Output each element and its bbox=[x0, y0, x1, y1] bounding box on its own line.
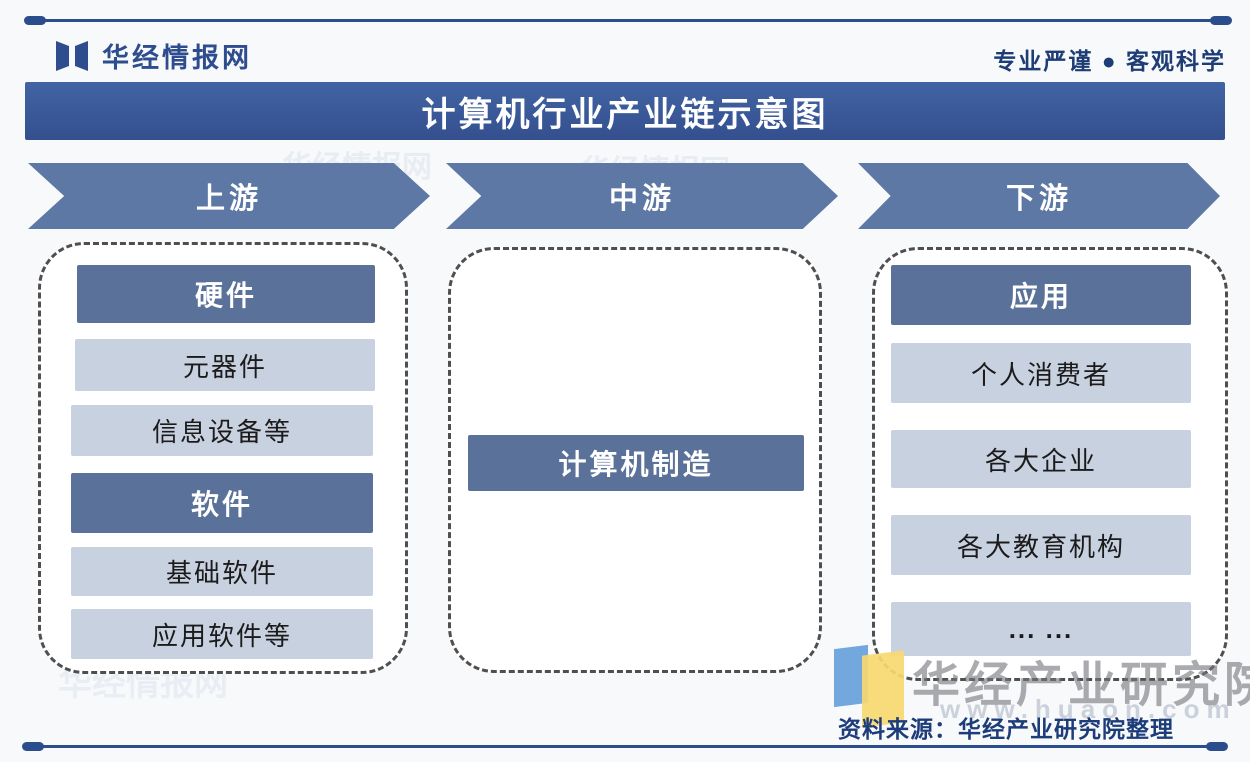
node-label: 硬件 bbox=[194, 280, 257, 311]
downstream-container: 应用 个人消费者 各大企业 各大教育机构 ... ... bbox=[872, 247, 1228, 681]
stage-arrow-upstream: 上游 bbox=[28, 163, 430, 229]
node-label: 基础软件 bbox=[165, 558, 278, 588]
node-label: 各大企业 bbox=[984, 445, 1097, 476]
watermark-brand-text: 华经产业研究院 bbox=[912, 659, 1250, 712]
stage-arrow-downstream: 下游 bbox=[858, 163, 1220, 229]
upstream-container: 硬件 元器件 信息设备等 软件 基础软件 应用软件等 bbox=[38, 242, 408, 674]
node-computer-manufacturing: 计算机制造 bbox=[468, 435, 804, 491]
midstream-container: 计算机制造 bbox=[448, 247, 822, 673]
top-left-line-cap bbox=[24, 16, 46, 25]
stage-arrow-label: 下游 bbox=[1005, 183, 1072, 215]
node-label: 信息设备等 bbox=[151, 417, 292, 447]
node-application-software: 应用软件等 bbox=[71, 609, 373, 659]
data-source-note: 资料来源：华经产业研究院整理 bbox=[838, 716, 1174, 742]
node-label: 计算机制造 bbox=[558, 449, 714, 480]
diagram-title: 计算机行业产业链示意图 bbox=[421, 95, 829, 134]
node-label: 软件 bbox=[190, 489, 253, 520]
node-label: 元器件 bbox=[182, 351, 267, 382]
node-hardware: 硬件 bbox=[77, 265, 375, 323]
top-rule-line bbox=[30, 19, 1220, 22]
stage-arrow-midstream: 中游 bbox=[446, 163, 838, 229]
bottom-right-line-cap bbox=[1206, 742, 1228, 751]
node-label: 应用 bbox=[1009, 281, 1072, 312]
site-brand: 华经情报网 bbox=[54, 36, 252, 75]
watermark-url-text: www.huaon.com bbox=[940, 694, 1237, 724]
node-personal-consumers: 个人消费者 bbox=[891, 343, 1191, 403]
node-ellipsis: ... ... bbox=[891, 602, 1191, 656]
node-label: 应用软件等 bbox=[151, 620, 292, 651]
node-label: 各大教育机构 bbox=[956, 531, 1125, 562]
node-components: 元器件 bbox=[75, 339, 375, 391]
site-brand-name: 华经情报网 bbox=[102, 43, 252, 73]
node-label: ... ... bbox=[1008, 613, 1074, 644]
bottom-left-line-cap bbox=[22, 742, 44, 751]
stage-arrow-label: 中游 bbox=[608, 183, 675, 215]
site-tagline: 专业严谨 ● 客观科学 bbox=[993, 48, 1226, 74]
diagram-title-banner: 计算机行业产业链示意图 bbox=[25, 82, 1225, 140]
huajing-book-icon bbox=[56, 40, 88, 71]
node-basic-software: 基础软件 bbox=[71, 547, 373, 596]
top-right-line-cap bbox=[1210, 16, 1232, 25]
node-enterprises: 各大企业 bbox=[891, 430, 1191, 488]
node-label: 个人消费者 bbox=[970, 359, 1111, 390]
stage-arrow-label: 上游 bbox=[195, 183, 262, 215]
node-application: 应用 bbox=[891, 265, 1191, 325]
bottom-rule-line bbox=[30, 745, 1220, 748]
node-software: 软件 bbox=[71, 473, 373, 533]
node-information-equipment: 信息设备等 bbox=[71, 405, 373, 456]
node-education-institutions: 各大教育机构 bbox=[891, 515, 1191, 575]
